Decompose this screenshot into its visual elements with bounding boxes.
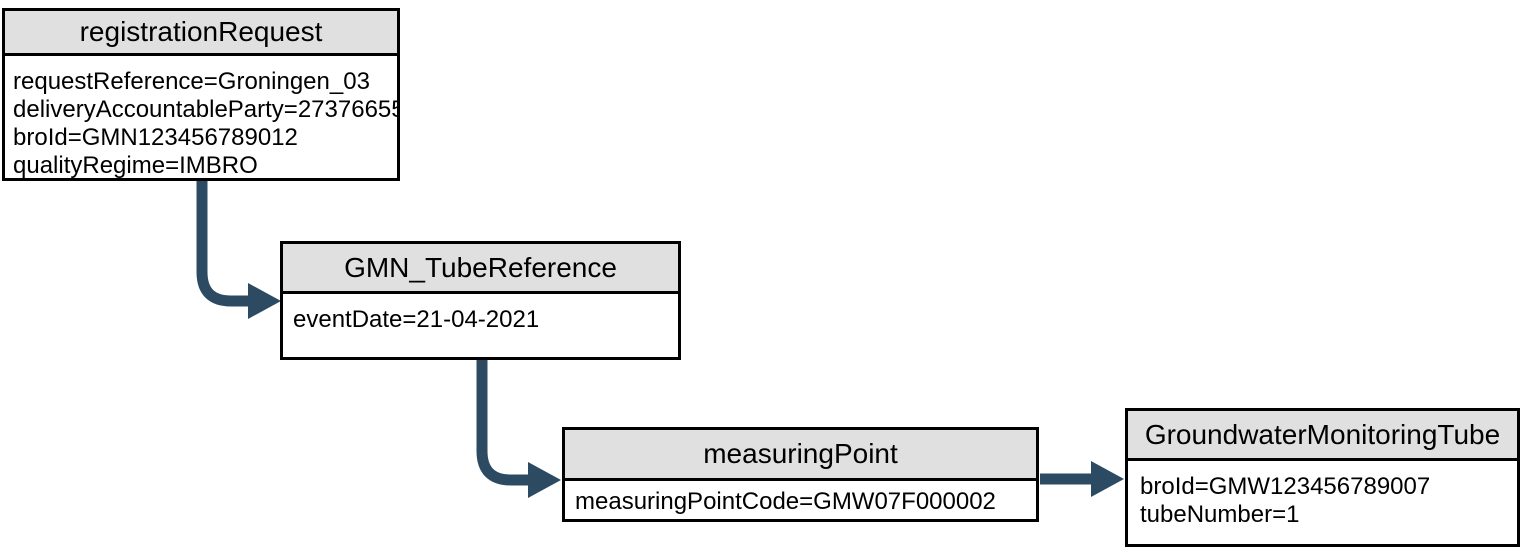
attribute-delivery-accountable-party: deliveryAccountableParty=27376655 bbox=[13, 96, 397, 123]
node-gmn-tube-reference: GMN_TubeReference eventDate=21-04-2021 bbox=[280, 241, 681, 360]
node-gmn-tube-reference-title: GMN_TubeReference bbox=[283, 244, 678, 294]
connector-registrationrequest-to-gmntubereference bbox=[196, 179, 249, 307]
node-groundwater-monitoring-tube-title: GroundwaterMonitoringTube bbox=[1128, 411, 1517, 461]
attribute-request-reference: requestReference=Groningen_03 bbox=[13, 68, 370, 95]
attribute-bro-id: broId=GMN123456789012 bbox=[13, 124, 298, 151]
node-measuring-point-body: measuringPointCode=GMW07F000002 bbox=[565, 481, 1036, 519]
node-gmn-tube-reference-body: eventDate=21-04-2021 bbox=[283, 294, 678, 357]
attribute-event-date: eventDate=21-04-2021 bbox=[293, 306, 540, 333]
node-registration-request: registrationRequest requestReference=Gro… bbox=[2, 8, 400, 181]
attribute-bro-id: broId=GMW123456789007 bbox=[1140, 473, 1431, 500]
connector-gmntubereference-to-measuringpoint bbox=[476, 358, 529, 486]
arrowhead-to-groundwatermonitoringtube-icon bbox=[1091, 461, 1124, 497]
attribute-measuring-point-code: measuringPointCode=GMW07F000002 bbox=[575, 488, 996, 515]
node-measuring-point-title: measuringPoint bbox=[565, 430, 1036, 481]
node-groundwater-monitoring-tube: GroundwaterMonitoringTube broId=GMW12345… bbox=[1125, 408, 1520, 547]
node-registration-request-body: requestReference=Groningen_03 deliveryAc… bbox=[5, 56, 397, 178]
node-measuring-point: measuringPoint measuringPointCode=GMW07F… bbox=[562, 427, 1039, 522]
attribute-tube-number: tubeNumber=1 bbox=[1140, 501, 1300, 528]
node-registration-request-title: registrationRequest bbox=[5, 11, 397, 56]
node-groundwater-monitoring-tube-body: broId=GMW123456789007 tubeNumber=1 bbox=[1128, 461, 1517, 544]
attribute-quality-regime: qualityRegime=IMBRO bbox=[13, 152, 258, 178]
arrowhead-to-measuringpoint-icon bbox=[528, 462, 561, 498]
arrowhead-to-gmntubereference-icon bbox=[248, 283, 281, 319]
